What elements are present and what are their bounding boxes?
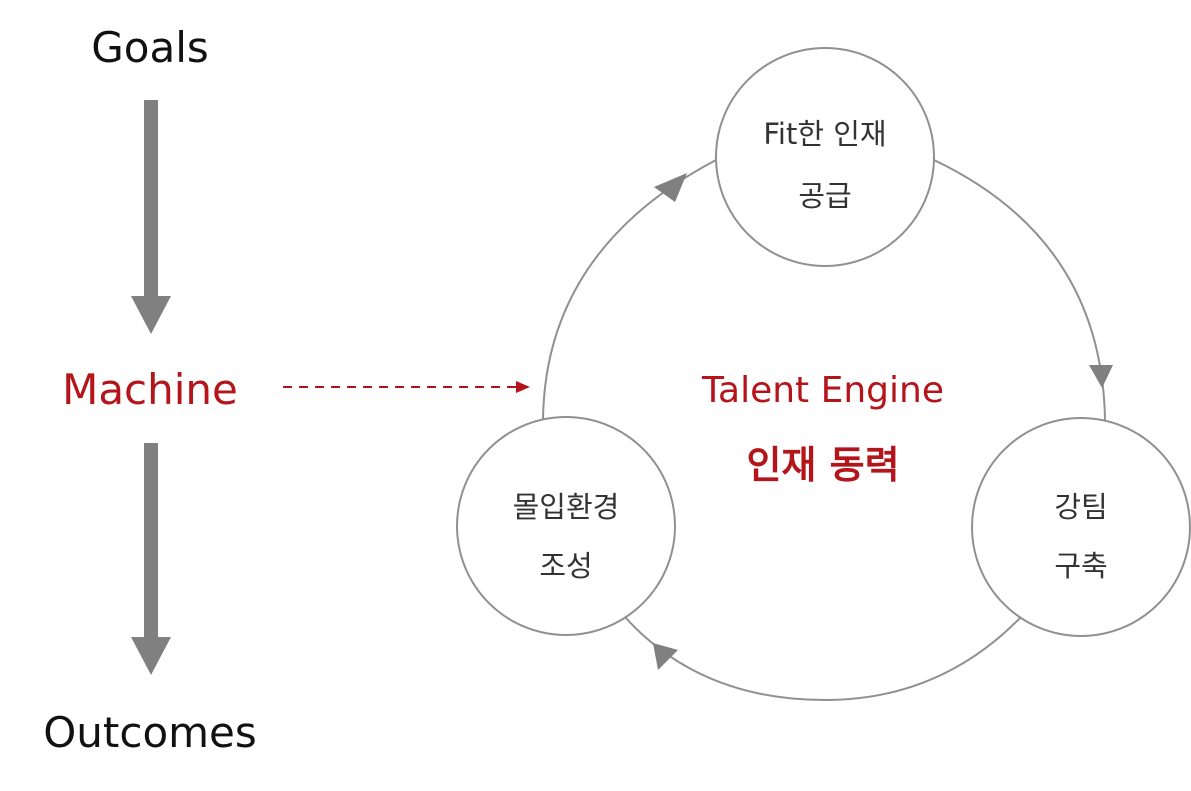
- arc-arrowhead-right: [1089, 365, 1113, 388]
- node-right: 강팀 구축: [971, 417, 1191, 637]
- node-top-line1: Fit한 인재: [763, 117, 886, 151]
- node-right-line1: 강팀: [1054, 490, 1107, 524]
- goals-to-machine-arrow: [131, 100, 171, 334]
- outcomes-label: Outcomes: [43, 708, 257, 757]
- arc-right-to-left: [624, 616, 1022, 702]
- node-left: 몰입환경 조성: [456, 416, 676, 636]
- machine-label: Machine: [62, 365, 238, 414]
- machine-to-engine-dashed-arrow: [283, 381, 530, 393]
- arc-top-to-right: [933, 159, 1106, 421]
- machine-to-outcomes-arrow: [131, 443, 171, 675]
- node-left-line2: 조성: [539, 549, 592, 583]
- goals-label: Goals: [91, 23, 209, 72]
- arc-arrowhead-top: [654, 173, 687, 202]
- engine-title-en: Talent Engine: [701, 370, 944, 411]
- engine-title-ko: 인재 동력: [746, 443, 899, 487]
- arc-left-to-top: [542, 159, 717, 421]
- node-top: Fit한 인재 공급: [715, 47, 935, 267]
- node-right-line2: 구축: [1054, 549, 1107, 583]
- node-top-line2: 공급: [798, 179, 851, 213]
- arc-arrowhead-bottom: [653, 643, 678, 670]
- node-left-line1: 몰입환경: [513, 490, 620, 524]
